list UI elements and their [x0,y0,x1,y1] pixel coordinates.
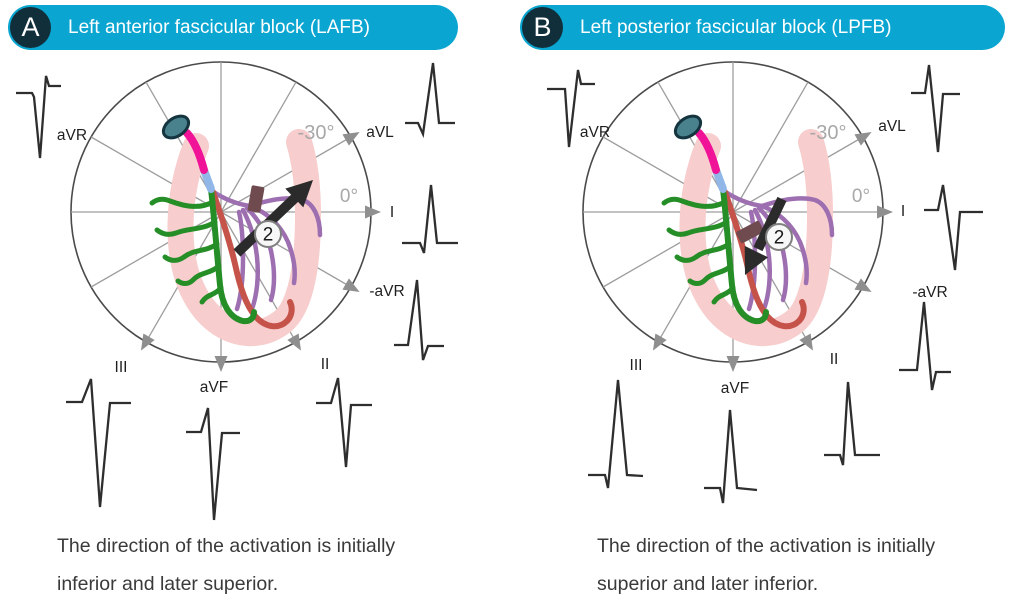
lead-label-aVF: aVF [721,380,749,397]
block-marker [736,220,764,244]
ecg-III-waveform [66,378,131,508]
lead-label-I: I [901,203,905,220]
step-number: 2 [263,225,274,246]
ecg-slot: aVR aVL I -aVR II aVF III [16,62,458,521]
ecg-III-waveform [588,379,644,489]
degree-label-zero: 0° [852,186,870,207]
degree-label-minus30: -30° [298,122,335,144]
axis-arrowhead-icon [141,333,155,351]
panel-b-badge-letter: B [533,12,552,42]
lead-label-negaVR: -aVR [912,284,947,301]
axis-spoke [90,136,222,213]
lead-label-I: I [390,204,394,221]
axis-arrowhead-icon [342,132,360,146]
panel-a-title: Left anterior fascicular block (LAFB) [68,16,371,38]
axis-arrowhead-icon [365,205,381,219]
axis-arrowhead-icon [214,356,228,372]
av-node-icon [161,114,191,140]
axis-spoke [220,81,297,213]
lead-label-II: II [321,356,330,373]
his-bundle [183,129,208,174]
caption-line-1: The direction of the activation is initi… [57,535,396,557]
ecg-aVR-waveform [16,75,61,159]
panel-a-badge-letter: A [21,12,40,42]
caption-line-2: inferior and later superior. [57,573,279,595]
lead-label-aVF: aVF [200,379,228,396]
heart-slot [661,114,835,347]
axis-spoke [732,81,809,213]
heart-slot [149,114,323,347]
degree-label-minus30: -30° [810,122,847,144]
panel-a-caption: The direction of the activation is initi… [57,527,395,603]
degree-label-zero: 0° [340,186,358,207]
axis-spoke [732,136,864,213]
lead-label-aVR: aVR [57,127,87,144]
lead-label-negaVR: -aVR [369,283,404,300]
panel-b-header: B Left posterior fascicular block (LPFB) [520,5,1005,50]
posterior-fascicle [661,186,769,325]
ecg-aVF-waveform [704,409,758,504]
ecg-II-waveform [824,381,880,466]
axis-spoke [602,136,734,213]
ecg-negaVR-waveform [899,301,951,391]
lead-label-II: II [830,351,839,368]
panel-b-title: Left posterior fascicular block (LPFB) [580,16,892,38]
panel-a-badge: A [10,7,51,48]
ecg-aVR-waveform [547,69,595,148]
panel-b-badge: B [522,7,563,48]
lead-label-III: III [630,357,643,374]
axis-arrowhead-icon [877,205,893,219]
panel-lpfb: B Left posterior fascicular block (LPFB) [512,0,1024,603]
ecg-aVL-waveform [911,64,960,153]
lead-label-aVR: aVR [580,124,610,141]
panel-lafb: A Left anterior fascicular block (LAFB) [8,5,458,603]
step-number-badge: 2 [765,223,793,251]
step-number: 2 [774,228,785,249]
panel-a-header: A Left anterior fascicular block (LAFB) [8,5,458,50]
lead-label-aVL: aVL [878,118,906,135]
axis-arrowhead-icon [854,278,872,292]
ecg-slot: aVR aVL I -aVR II aVF III [547,64,983,504]
ecg-aVL-waveform [405,62,455,139]
block-marker [247,185,265,213]
lead-label-aVL: aVL [366,124,394,141]
axis-spoke [602,211,734,288]
ecg-I-waveform [924,184,983,271]
axis-spoke [220,136,352,213]
axis-arrowhead-icon [653,333,667,351]
ecg-II-waveform [316,377,372,468]
step-number-badge: 2 [254,220,282,248]
heart-group [149,114,323,347]
ecg-aVF-waveform [186,407,240,521]
caption-line-2: superior and later inferior. [597,573,819,595]
axis-arrowhead-icon [854,132,872,146]
axis-arrowhead-icon [342,278,360,292]
panel-b-caption: The direction of the activation is initi… [597,527,935,603]
activation-arrow [744,196,787,275]
av-node-icon [673,114,703,140]
lead-label-III: III [115,359,128,376]
posterior-fascicle [149,186,257,325]
his-bundle [695,129,720,174]
axis-arrowhead-icon [287,333,301,351]
heart-group [661,114,835,347]
anterior-fascicle [209,188,323,312]
ecg-I-waveform [402,184,458,254]
caption-line-1: The direction of the activation is initi… [597,535,936,557]
ecg-negaVR-waveform [394,279,444,361]
axis-arrowhead-icon [726,356,740,372]
axis-arrowhead-icon [799,333,813,351]
axis-spoke [90,211,222,288]
